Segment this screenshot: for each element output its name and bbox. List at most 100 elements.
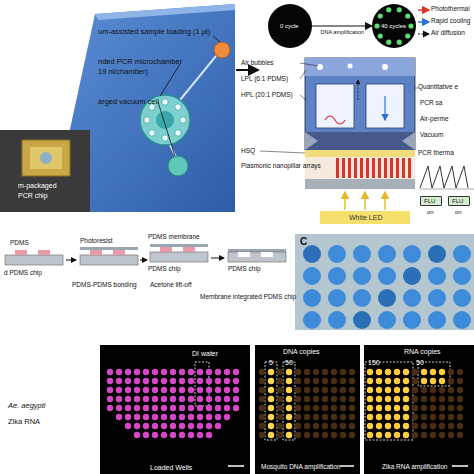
well-dot	[179, 423, 185, 429]
well-dot	[430, 423, 436, 429]
node-text: FLU	[452, 198, 463, 204]
part-label: Zika RNA	[8, 418, 40, 426]
thermal-cycle-plot	[420, 166, 468, 188]
well-dot	[412, 432, 418, 438]
well-dot	[259, 369, 265, 375]
well-dot	[367, 387, 373, 393]
legend-samples	[418, 33, 429, 34]
well-dot	[457, 396, 463, 402]
well-dot	[421, 414, 427, 420]
well-dot	[439, 369, 445, 375]
well-dot	[353, 311, 371, 329]
result-circle: 40 cycles	[372, 4, 416, 48]
well-dot	[277, 423, 283, 429]
well-dot	[430, 378, 436, 384]
well-dot	[286, 423, 292, 429]
well-dot	[412, 387, 418, 393]
well-dot	[378, 13, 383, 18]
well-dot	[394, 396, 400, 402]
well-dot	[397, 7, 402, 12]
well-dot	[340, 414, 346, 420]
well-dot	[197, 369, 203, 375]
fabrication-steps	[113, 250, 125, 255]
well-dot	[367, 378, 373, 384]
fabrication-steps	[90, 250, 102, 255]
well-dot	[394, 378, 400, 384]
cross-section	[305, 58, 415, 76]
well-dot	[331, 414, 337, 420]
cross-section	[344, 192, 345, 210]
well-dot	[304, 405, 310, 411]
part-label: PDMS chip	[148, 266, 181, 273]
well-dot	[295, 396, 301, 402]
well-dot	[322, 396, 328, 402]
well-dot	[152, 414, 158, 420]
well-dot	[403, 432, 409, 438]
well-dot	[376, 387, 382, 393]
chip-illustration	[170, 145, 176, 157]
scale-bar	[228, 465, 468, 467]
cross-section	[317, 64, 323, 70]
well-dot	[385, 369, 391, 375]
well-dot	[215, 387, 221, 393]
cross-section	[305, 132, 415, 150]
well-dot	[313, 414, 319, 420]
well-dot	[322, 423, 328, 429]
well-dot	[143, 423, 149, 429]
well-dot	[448, 423, 454, 429]
well-dot	[385, 423, 391, 429]
well-dot	[179, 387, 185, 393]
fabrication-steps	[5, 255, 63, 265]
well-dot	[386, 7, 391, 12]
well-dot	[457, 405, 463, 411]
well-dot	[125, 423, 131, 429]
cross-section	[305, 179, 415, 189]
well-dot	[224, 414, 230, 420]
well-dot	[170, 378, 176, 384]
well-dot	[161, 396, 167, 402]
well-dot	[304, 432, 310, 438]
well-dot	[125, 405, 131, 411]
well-dot	[303, 289, 321, 307]
part-label: m-packaged	[18, 182, 57, 189]
well-dot	[374, 23, 379, 28]
part-label: Quantitative e	[418, 84, 458, 91]
chip-illustration	[213, 36, 220, 42]
well-dot	[107, 405, 113, 411]
part-label: HSQ	[241, 148, 255, 155]
well-dot	[349, 423, 355, 429]
well-dot	[453, 289, 471, 307]
well-dot	[412, 405, 418, 411]
well-dot	[403, 369, 409, 375]
well-dot	[367, 414, 373, 420]
well-dot	[376, 405, 382, 411]
chip-illustration	[180, 56, 216, 100]
well-dot	[448, 369, 454, 375]
well-dot	[448, 405, 454, 411]
cross-section	[358, 80, 359, 100]
well-dot	[215, 378, 221, 384]
well-dot	[197, 387, 203, 393]
fabrication-steps	[15, 250, 27, 255]
node-text: Mosquito DNA amplification	[261, 464, 340, 471]
well-dot	[385, 414, 391, 420]
well-dot	[313, 432, 319, 438]
well-dot	[161, 369, 167, 375]
well-dot	[277, 378, 283, 384]
well-dot	[224, 396, 230, 402]
well-dot	[206, 378, 212, 384]
well-dot	[259, 432, 265, 438]
well-dot	[376, 423, 382, 429]
well-dot	[170, 423, 176, 429]
chip-illustration	[0, 4, 258, 212]
well-dot	[134, 369, 140, 375]
legend-samples	[418, 10, 429, 34]
well-dot	[179, 378, 185, 384]
well-dot	[439, 405, 445, 411]
part-label: Air-perme	[420, 116, 449, 123]
part-label: Membrane integrated PDMS chip	[200, 294, 296, 301]
well-dot	[295, 387, 301, 393]
well-dot	[457, 414, 463, 420]
well-dot	[188, 423, 194, 429]
